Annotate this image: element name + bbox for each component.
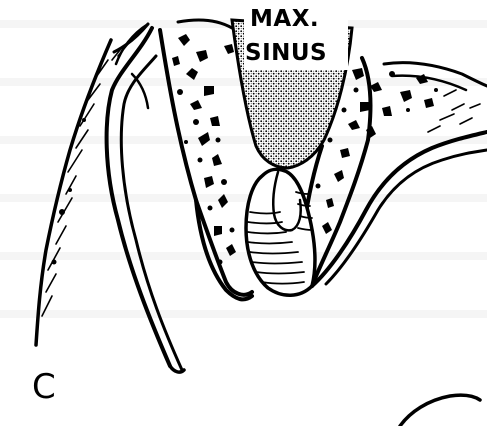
- sinus-label-line1: MAX.: [250, 6, 319, 32]
- lip-soft-tissue: [36, 24, 148, 345]
- vestibular-fold: [196, 200, 252, 299]
- partial-next-figure: [400, 395, 480, 426]
- tooth-root: [246, 169, 315, 295]
- panel-label: C: [32, 367, 56, 407]
- sinus-label-line2: SINUS: [245, 40, 327, 66]
